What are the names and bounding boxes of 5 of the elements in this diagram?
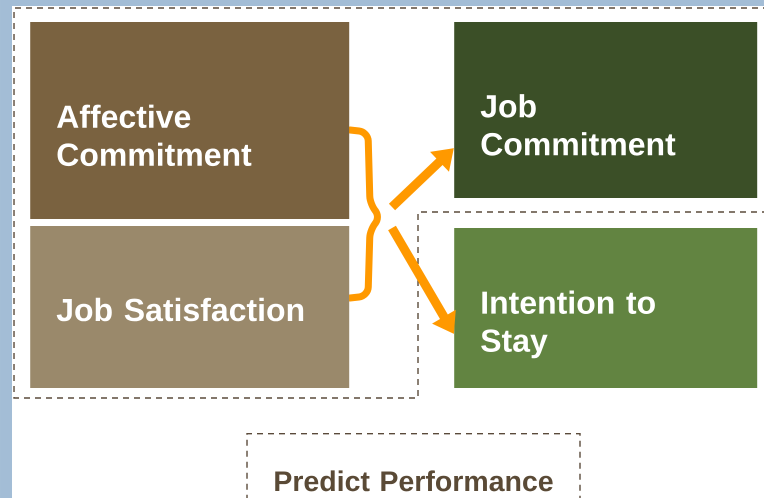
text-box: Job Satisfaction (30, 226, 350, 388)
text-box: Affective Commitment (30, 22, 350, 219)
text-box: Job Commitment (454, 22, 758, 198)
dashed-box: Predict Performance (246, 433, 581, 498)
text-box: Intention to Stay (454, 228, 758, 388)
